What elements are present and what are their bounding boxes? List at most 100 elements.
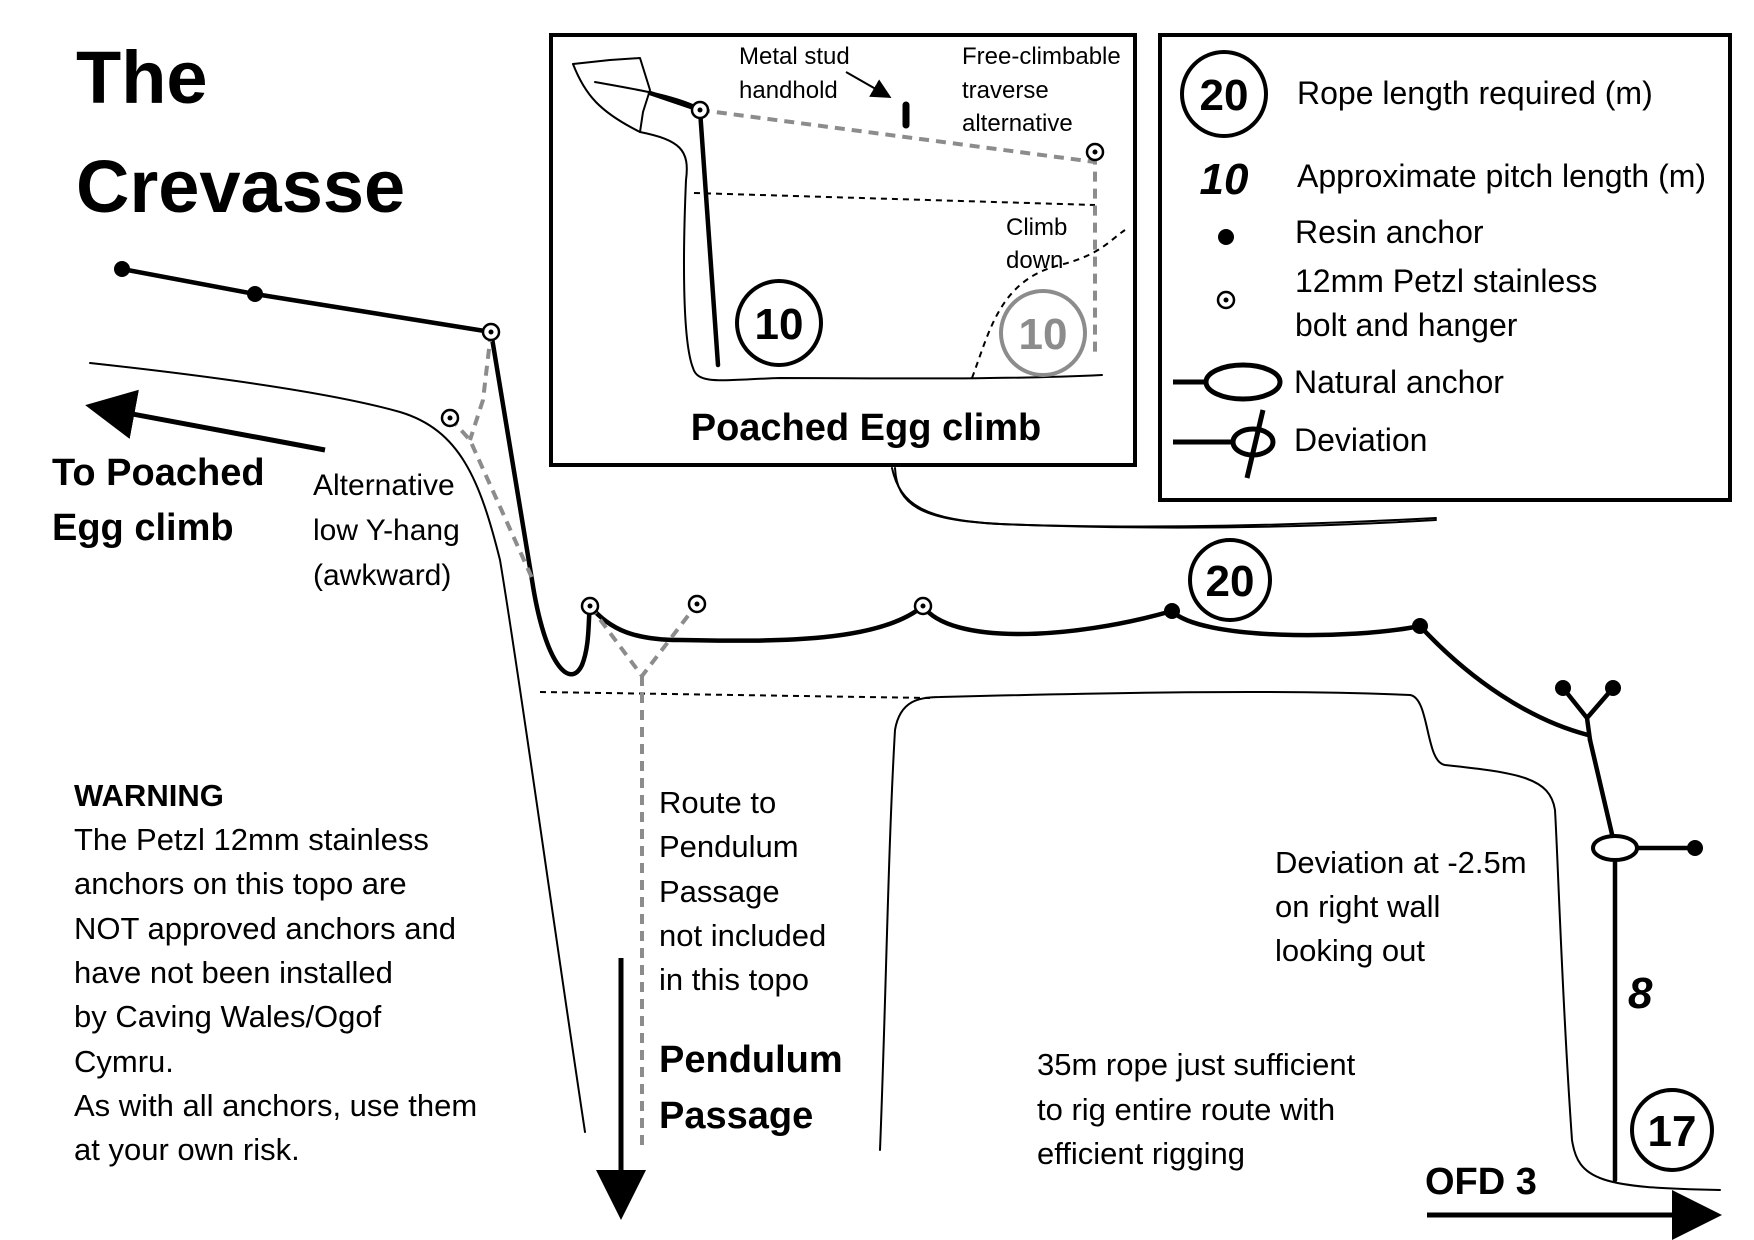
poached-egg-inset: Metal stud handhold Free-climbable trave… [549, 33, 1137, 467]
inset-rope-badge [735, 279, 823, 367]
alt-low-y-hang [448, 331, 534, 579]
petzl-bolt [1085, 142, 1105, 162]
y-hang-rope [1560, 685, 1616, 743]
inset-boulder [572, 57, 651, 133]
resin-anchor [1412, 618, 1428, 634]
final-pitch-rope [1587, 737, 1618, 1183]
inset-title: Poached Egg climb [691, 407, 1042, 449]
legend-deviation-label: Deviation [1294, 422, 1427, 458]
to-poached-egg-label-1: To Poached [52, 452, 265, 494]
metal-stud-pointer [845, 71, 892, 98]
resin-anchor [1687, 840, 1703, 856]
legend-natural-label: Natural anchor [1294, 364, 1504, 400]
inset-dashed-floor [693, 192, 1096, 206]
legend-deviation-icon [1173, 409, 1276, 479]
rope-note-line: to rig entire route with [1037, 1092, 1335, 1127]
rope-note-line: efficient rigging [1037, 1136, 1245, 1171]
legend-petzl-label-2: bolt and hanger [1295, 307, 1518, 343]
crevasse-floor-dashed [539, 691, 931, 699]
legend-resin-label: Resin anchor [1295, 214, 1484, 250]
petzl-bolt [440, 408, 460, 428]
inset-rope-value: 10 [755, 300, 804, 349]
warning-line: anchors on this topo are [74, 866, 407, 901]
legend-pitch-sample: 10 [1200, 155, 1249, 204]
title-line-2: Crevasse [76, 145, 405, 228]
rope-note-line: 35m rope just sufficient [1037, 1047, 1356, 1082]
alt-yhang-label-3: (awkward) [313, 559, 451, 592]
petzl-bolt [913, 596, 933, 616]
resin-anchor [1164, 603, 1180, 619]
pendulum-passage-name-1: Pendulum [659, 1039, 843, 1081]
climb-down-label-2: down [1006, 247, 1063, 274]
resin-anchor [114, 261, 130, 277]
deviation-note: Deviation at -2.5m on right wall looking… [1275, 845, 1527, 968]
final-pitch-length: 8 [1628, 969, 1653, 1018]
petzl-bolt [580, 596, 600, 616]
legend-natural-anchor-icon [1173, 362, 1283, 402]
free-climb-label-2: traverse [962, 77, 1049, 104]
to-poached-egg-label-2: Egg climb [52, 507, 234, 549]
warning-line: Cymru. [74, 1044, 174, 1079]
warning-line: As with all anchors, use them [74, 1088, 477, 1123]
final-rope-length-value: 17 [1648, 1107, 1697, 1156]
legend-pitch-label: Approximate pitch length (m) [1297, 158, 1706, 194]
deviation-note-line: Deviation at -2.5m [1275, 845, 1527, 880]
traverse-to-y-hang [1417, 623, 1591, 738]
free-climb-label-3: alternative [962, 110, 1073, 137]
petzl-bolt [481, 322, 501, 342]
legend-rope-label: Rope length required (m) [1297, 75, 1653, 111]
rope-length-value: 20 [1206, 557, 1255, 606]
warning-heading: WARNING [74, 778, 224, 813]
deviation-note-line: looking out [1275, 933, 1425, 968]
inset-chamber-wall [639, 131, 1103, 382]
resin-anchor [1605, 680, 1621, 696]
deviation-sling [1591, 834, 1639, 862]
rope-length-note: 35m rope just sufficient to rig entire r… [1037, 1047, 1356, 1171]
inset-alt-rope-value: 10 [1019, 310, 1068, 359]
warning-block: WARNING The Petzl 12mm stainless anchors… [74, 778, 477, 1167]
warning-line: NOT approved anchors and [74, 911, 456, 946]
free-climb-label-1: Free-climbable [962, 43, 1121, 70]
inset-boulder-base [572, 63, 641, 133]
legend-rope-badge [1180, 50, 1268, 138]
legend-rope-sample: 20 [1200, 71, 1249, 120]
traverse-swag-2 [920, 603, 1175, 637]
legend-resin-icon [1218, 229, 1234, 245]
resin-anchor [247, 286, 263, 302]
traverse-swag-3 [1169, 608, 1423, 638]
metal-stud-label-1: Metal stud [739, 43, 850, 70]
pendulum-note-line: not included [659, 918, 826, 953]
traverse-swag-1 [587, 603, 926, 643]
ofd3-label: OFD 3 [1425, 1161, 1537, 1203]
pendulum-note-line: Route to [659, 785, 776, 820]
inset-free-climb-route [699, 108, 1097, 355]
petzl-bolt [687, 594, 707, 614]
pendulum-note-line: Pendulum [659, 829, 799, 864]
deviation-note-line: on right wall [1275, 889, 1440, 924]
inset-alt-rope-badge [999, 289, 1087, 377]
inset-frame [549, 33, 1137, 467]
alt-yhang-label-2: low Y-hang [313, 514, 460, 547]
title-line-1: The [76, 36, 208, 119]
pendulum-note-line: Passage [659, 874, 780, 909]
warning-line: The Petzl 12mm stainless [74, 822, 429, 857]
petzl-bolt [690, 100, 710, 120]
alt-yhang-label-1: Alternative [313, 469, 455, 502]
climb-down-label-1: Climb [1006, 214, 1067, 241]
pendulum-note-line: in this topo [659, 962, 809, 997]
warning-line: at your own risk. [74, 1132, 300, 1167]
crevasse-right-wall [879, 690, 1721, 1191]
to-poached-egg-arrow [85, 389, 326, 453]
crevasse-left-wall [89, 362, 586, 1133]
legend: 20 Rope length required (m) 10 Approxima… [1158, 33, 1732, 502]
rope-length-badge-17 [1630, 1088, 1714, 1172]
pendulum-route-line [588, 602, 699, 1148]
metal-stud-label-2: handhold [739, 77, 838, 104]
legend-petzl-icon [1216, 290, 1236, 310]
inset-climb-down-line [971, 229, 1126, 379]
warning-line: by Caving Wales/Ogof [74, 999, 382, 1034]
resin-anchor [1555, 680, 1571, 696]
warning-line: have not been installed [74, 955, 393, 990]
inset-connector-wall [891, 467, 1437, 529]
